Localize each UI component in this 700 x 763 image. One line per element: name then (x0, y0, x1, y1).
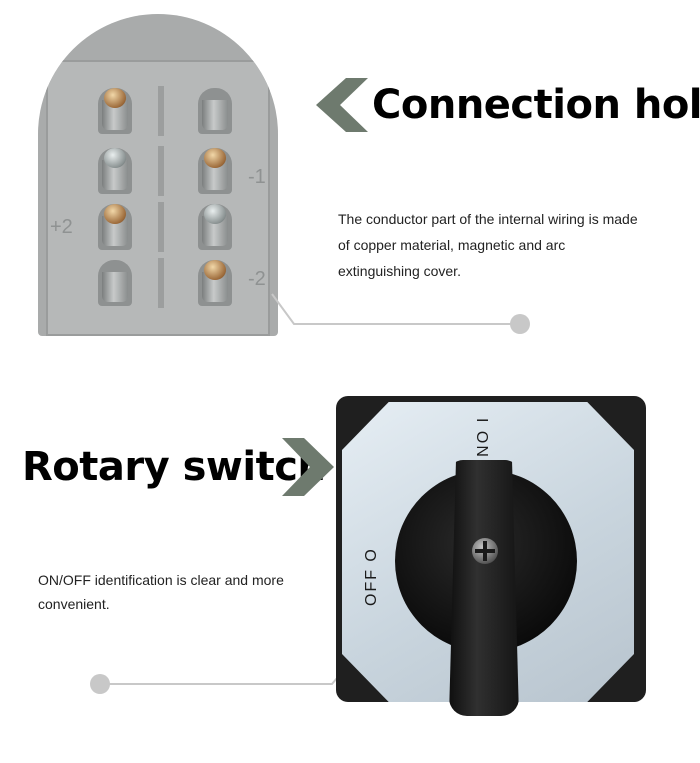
knob-screw-icon (472, 538, 498, 564)
callout-line-rotary (90, 657, 355, 694)
copper-screw-terminal (198, 260, 232, 306)
terminal-row (58, 258, 262, 308)
copper-screw-terminal (98, 88, 132, 134)
off-label: OFF O (363, 547, 380, 606)
chevron-right-icon (282, 438, 334, 496)
copper-screw-terminal (198, 148, 232, 194)
on-label: I ON (473, 418, 490, 459)
rotary-knob-handle (449, 460, 519, 716)
steel-screw-terminal (198, 204, 232, 250)
terminal-hole (198, 88, 232, 134)
terminal-row (58, 146, 262, 196)
steel-screw-terminal (98, 148, 132, 194)
connection-hole-description: The conductor part of the internal wirin… (338, 211, 638, 279)
rotary-switch-heading: Rotary switch (22, 444, 326, 490)
terminal-number-left: +2 (50, 216, 73, 238)
terminal-number-right-upper: -1 (248, 166, 266, 188)
terminal-row (58, 202, 262, 252)
connection-hole-heading: Connection hole (372, 82, 700, 128)
terminal-face: +2 -1 -2 (46, 60, 270, 336)
terminal-row (58, 86, 262, 136)
chevron-left-icon (316, 78, 368, 132)
terminal-hole (98, 260, 132, 306)
rotary-switch-description: ON/OFF identification is clear and more … (38, 572, 284, 612)
terminal-block-photo: +2 -1 -2 (38, 14, 278, 336)
callout-line-connection (271, 293, 530, 334)
copper-screw-terminal (98, 204, 132, 250)
terminal-number-right-lower: -2 (248, 268, 266, 290)
